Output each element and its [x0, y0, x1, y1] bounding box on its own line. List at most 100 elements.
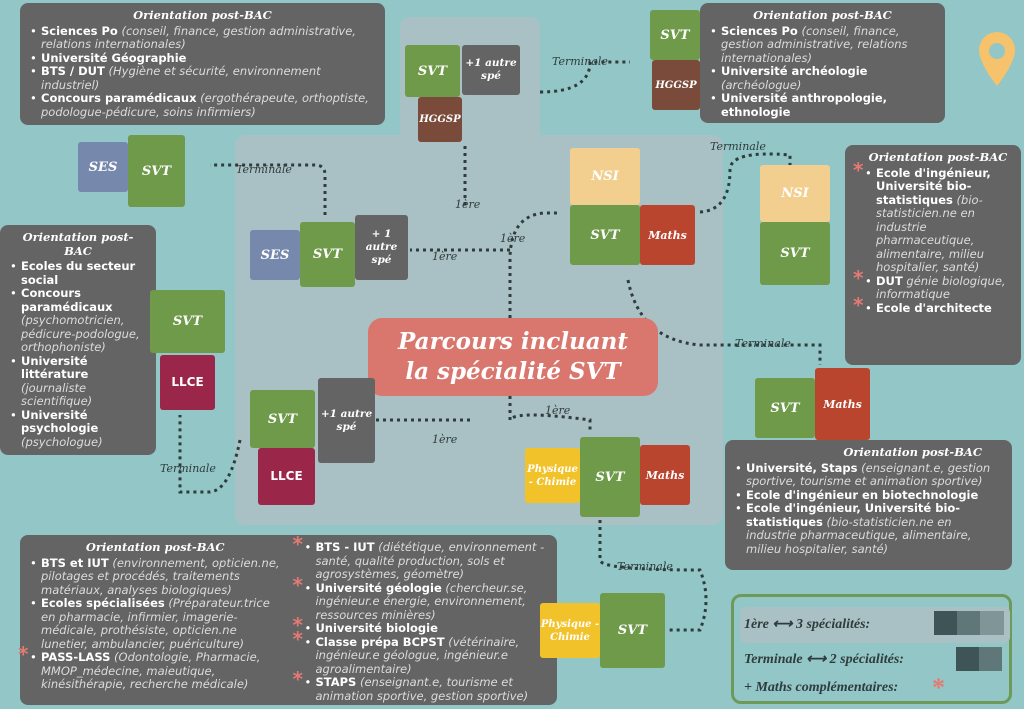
piece-svt: SVT: [405, 45, 460, 97]
piece-svt: SVT: [600, 593, 665, 668]
piece-autre-spe: +1 autre spé: [462, 45, 520, 95]
piece-autre-spe: +1 autre spé: [318, 378, 375, 463]
item-detail: (enseignant.e, gestion sportive, tourism…: [746, 460, 991, 488]
arrow-path: [508, 396, 592, 430]
item-title: Classe prépa BCPST: [315, 634, 445, 649]
item-detail: (Odontologie, Pharmacie, MMOP_médecine, …: [41, 650, 261, 691]
list-item: Sciences Po (conseil, finance, gestion a…: [30, 23, 375, 52]
list-item: Université géologie (chercheur.se, ingén…: [292, 579, 547, 623]
item-title: Université anthropologie, ethnologie: [721, 91, 888, 119]
item-title: Ecoles du secteur social: [21, 259, 136, 287]
item-detail: (journaliste scientifique): [21, 380, 93, 408]
piece-physique-chimie: Physique - Chimie: [540, 603, 600, 658]
arrow-path: [178, 415, 242, 494]
piece-physique-chimie: Physique - Chimie: [525, 448, 580, 503]
piece-maths: Maths: [815, 368, 870, 440]
item-detail: (conseil, finance, gestion administrativ…: [721, 23, 908, 65]
arrow-path: [210, 163, 327, 215]
orientation-box-nsi: Orientation post-BACEcole d'ingénieur, U…: [845, 145, 1021, 365]
item-title: Ecole d'ingénieur, Université bio-statis…: [746, 501, 961, 529]
list-item: Ecoles du secteur social: [10, 259, 146, 287]
asterisk-icon: *: [932, 673, 945, 702]
list-item: Université biologie: [292, 619, 547, 636]
box-heading: Orientation post-BAC: [85, 540, 225, 554]
piece-maths: Maths: [640, 205, 695, 265]
box-heading: Orientation post-BAC: [868, 150, 1008, 164]
piece-svt: SVT: [760, 222, 830, 285]
list-item: BTS et IUT (environnement, opticien.ne, …: [30, 555, 280, 598]
list-item: BTS / DUT (Hygiène et sécurité, environn…: [30, 64, 375, 92]
piece-hggsp: HGGSP: [652, 60, 700, 110]
label-1ere: 1ère: [545, 404, 571, 417]
item-title: Sciences Po: [41, 23, 118, 38]
label-terminale: Terminale: [160, 462, 216, 475]
list-item: PASS-LASS (Odontologie, Pharmacie, MMOP_…: [18, 648, 280, 692]
puzzle-pieces-icon: [956, 647, 1002, 671]
list-item: Ecole d'architecte: [853, 299, 1011, 316]
list-item: STAPS (enseignant.e, tourisme et animati…: [292, 673, 547, 703]
list-item: Université Géographie: [30, 51, 375, 66]
list-item: Université littérature (journaliste scie…: [10, 354, 146, 409]
item-detail: (Préparateur.trice en pharmacie, infirmi…: [41, 596, 270, 651]
piece-ses: SES: [78, 142, 128, 192]
list-item: Ecoles spécialisées (Préparateur.trice e…: [30, 596, 280, 651]
item-detail: (bio-statisticien.ne en industrie pharma…: [746, 514, 972, 556]
label-1ere: 1ère: [432, 433, 458, 446]
arrow-path: [699, 152, 792, 214]
piece-hggsp: HGGSP: [418, 97, 462, 142]
piece-svt: SVT: [150, 290, 225, 353]
piece-nsi: NSI: [570, 148, 640, 205]
item-title: BTS et IUT: [41, 555, 109, 570]
item-detail: (psychomotricien, pédicure-podologue, or…: [21, 313, 140, 354]
list-item: Université, Staps (enseignant.e, gestion…: [735, 460, 1002, 489]
orientation-box-maths: Orientation post-BACUniversité, Staps (e…: [725, 440, 1012, 570]
list-item: DUT génie biologique, informatique: [853, 272, 1011, 302]
piece-maths: Maths: [640, 445, 690, 505]
legend-terminale: Terminale ⟷ 2 spécialités:: [744, 652, 904, 667]
piece-svt: SVT: [570, 205, 640, 265]
box-heading: Orientation post-BAC: [22, 230, 134, 258]
arrow-path: [508, 211, 560, 318]
item-detail: (archéologue): [721, 77, 802, 92]
item-detail: (diététique, environnement - santé, qual…: [315, 540, 545, 581]
item-title: Ecole d'architecte: [876, 300, 992, 315]
box-heading: Orientation post-BAC: [753, 8, 892, 22]
location-pin-icon: [979, 32, 1015, 86]
item-detail: (vétérinaire, ingénieur.e géologue, ingé…: [315, 634, 520, 676]
label-terminale: Terminale: [236, 163, 292, 176]
label-1ere: 1ère: [455, 198, 481, 211]
item-detail: (bio-statisticien.ne en industrie pharma…: [876, 192, 985, 274]
orientation-box-top-right: Orientation post-BACSciences Po (conseil…: [700, 3, 945, 123]
item-title: PASS-LASS: [41, 650, 111, 664]
list-item: Classe prépa BCPST (vétérinaire, ingénie…: [292, 633, 547, 677]
item-detail: (enseignant.e, tourisme et animation spo…: [315, 675, 529, 703]
item-title: Ecole d'ingénieur en biotechnologie: [746, 487, 979, 502]
label-terminale: Terminale: [735, 337, 791, 350]
item-detail: (chercheur.se, ingénieur.e énergie, envi…: [315, 580, 528, 622]
box-heading: Orientation post-BAC: [133, 8, 272, 22]
item-title: Sciences Po: [721, 23, 798, 38]
item-title: BTS / DUT: [41, 64, 105, 78]
legend: 1ère ⟷ 3 spécialités: Terminale ⟷ 2 spéc…: [731, 594, 1012, 704]
list-item: Université psychologie (psychologue): [10, 408, 146, 450]
title-line: la spécialité SVT: [405, 358, 621, 385]
label-terminale: Terminale: [552, 55, 608, 68]
piece-svt: SVT: [580, 437, 640, 517]
list-item: Ecole d'ingénieur, Université bio-statis…: [735, 501, 1002, 556]
piece-llce: LLCE: [258, 448, 315, 505]
item-title: Ecole d'ingénieur, Université bio-statis…: [876, 165, 991, 207]
label-terminale: Terminale: [617, 560, 673, 573]
piece-svt: SVT: [755, 378, 815, 438]
puzzle-pieces-icon: [934, 611, 1004, 635]
item-detail: (ergothérapeute, orthoptiste, podologue-…: [41, 91, 369, 119]
list-item: Ecole d'ingénieur en biotechnologie: [735, 487, 1002, 503]
item-detail: génie biologique, informatique: [876, 273, 1006, 301]
legend-1ere: 1ère ⟷ 3 spécialités:: [744, 617, 871, 632]
list-item: Concours paramédicaux (psychomotricien, …: [10, 286, 146, 355]
box-heading: Orientation post-BAC: [843, 445, 982, 459]
item-title: DUT: [876, 273, 903, 288]
piece-svt: SVT: [650, 10, 700, 60]
label-1ere: 1ère: [500, 232, 526, 245]
item-title: Université géologie: [315, 580, 442, 595]
